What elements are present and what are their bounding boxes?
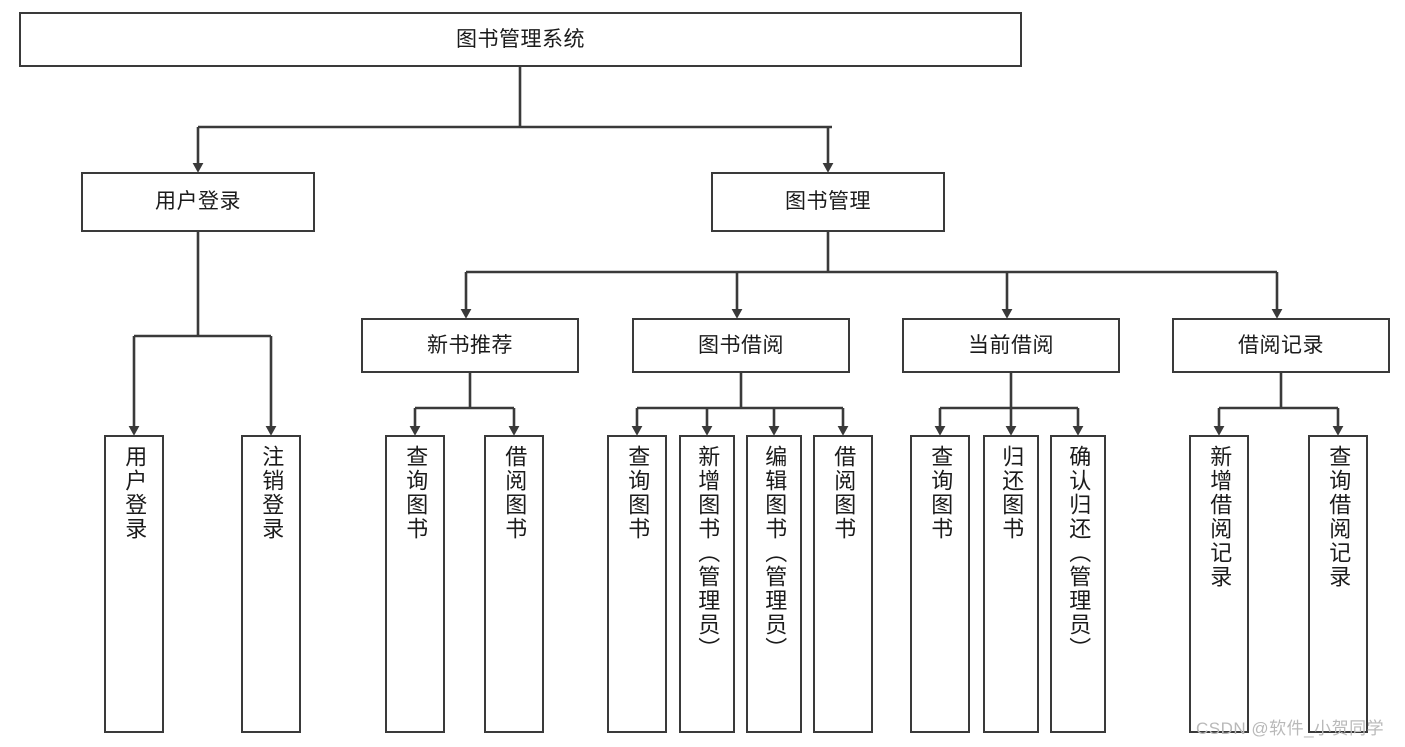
node-label: 新增图书（管理员） [695,445,721,661]
node-label: 确认归还（管理员） [1066,445,1092,661]
node-current-borrow[interactable]: 当前借阅 [902,318,1120,373]
node-book-management[interactable]: 图书管理 [711,172,945,232]
leaf-borrow-book-newbook[interactable]: 借阅图书 [484,435,544,733]
leaf-query-book-current[interactable]: 查询图书 [910,435,970,733]
leaf-borrow-book[interactable]: 借阅图书 [813,435,873,733]
leaf-return-book[interactable]: 归还图书 [983,435,1039,733]
node-label: 查询图书 [928,445,954,541]
leaf-confirm-return-admin[interactable]: 确认归还（管理员） [1050,435,1106,733]
leaf-query-book-borrow[interactable]: 查询图书 [607,435,667,733]
leaf-edit-book-admin[interactable]: 编辑图书（管理员） [746,435,802,733]
node-label: 用户登录 [155,190,241,214]
node-label: 图书借阅 [698,333,784,357]
leaf-user-login[interactable]: 用户登录 [104,435,164,733]
node-new-book-recommend[interactable]: 新书推荐 [361,318,579,373]
leaf-add-book-admin[interactable]: 新增图书（管理员） [679,435,735,733]
node-borrow-record[interactable]: 借阅记录 [1172,318,1390,373]
node-label: 新书推荐 [427,333,513,357]
node-label: 归还图书 [999,445,1025,541]
node-label: 注销登录 [259,445,285,541]
node-label: 当前借阅 [968,333,1054,357]
leaf-add-borrow-record[interactable]: 新增借阅记录 [1189,435,1249,733]
node-label: 查询图书 [625,445,651,541]
node-label: 借阅图书 [831,445,857,541]
node-label: 编辑图书（管理员） [762,445,788,661]
node-label: 查询借阅记录 [1326,445,1352,589]
leaf-query-borrow-record[interactable]: 查询借阅记录 [1308,435,1368,733]
node-label: 借阅图书 [502,445,528,541]
node-label: 图书管理系统 [456,27,585,51]
node-label: 图书管理 [785,190,871,214]
node-user-login[interactable]: 用户登录 [81,172,315,232]
node-label: 查询图书 [403,445,429,541]
leaf-query-book-newbook[interactable]: 查询图书 [385,435,445,733]
leaf-logout[interactable]: 注销登录 [241,435,301,733]
csdn-watermark: CSDN @软件_小贺同学 [1196,719,1385,738]
node-label: 新增借阅记录 [1207,445,1233,589]
node-root-system[interactable]: 图书管理系统 [19,12,1022,67]
node-label: 用户登录 [122,445,148,541]
node-book-borrow[interactable]: 图书借阅 [632,318,850,373]
node-label: 借阅记录 [1238,333,1324,357]
